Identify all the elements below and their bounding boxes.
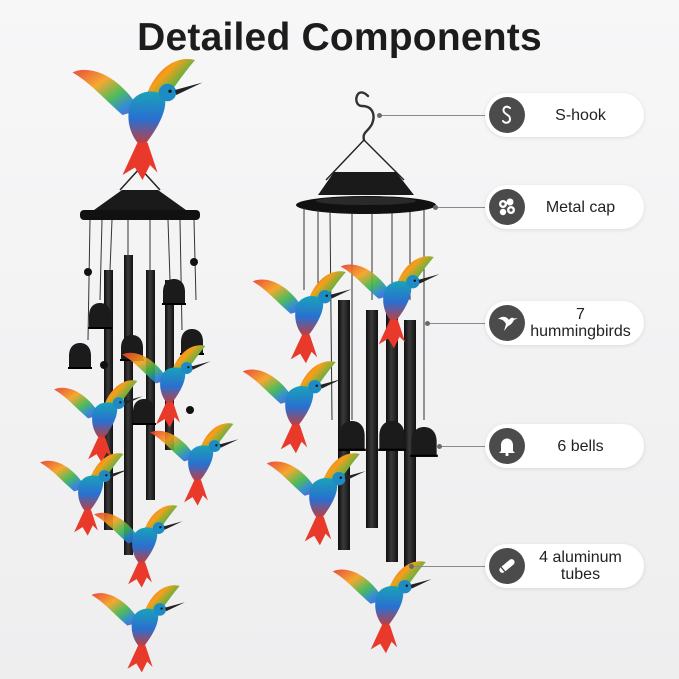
- callout-metal-cap: Metal cap: [485, 185, 644, 229]
- callout-label: S-hook: [555, 106, 606, 124]
- hummingbird-icon: [489, 305, 525, 341]
- metal-cap-icon: [489, 189, 525, 225]
- page-title: Detailed Components: [137, 16, 542, 59]
- callout-hummingbirds: 7 hummingbirds: [485, 301, 644, 345]
- tube-icon: [489, 548, 525, 584]
- leader-bells: [437, 444, 485, 449]
- leader-metal-cap: [433, 205, 485, 210]
- s-hook-icon: [489, 97, 525, 133]
- callout-label: 6 bells: [557, 437, 604, 455]
- callout-s-hook: S-hook: [485, 93, 644, 137]
- leader-hummingbirds: [425, 321, 485, 326]
- callout-bells: 6 bells: [485, 424, 644, 468]
- callout-label: Metal cap: [545, 198, 616, 216]
- leader-s-hook: [377, 113, 485, 118]
- bell-icon: [489, 428, 525, 464]
- callout-label: 4 aluminum tubes: [539, 549, 622, 583]
- callout-tubes: 4 aluminum tubes: [485, 544, 644, 588]
- callout-label: 7 hummingbirds: [530, 306, 631, 340]
- right-wind-chime: [242, 91, 440, 654]
- leader-tubes: [409, 564, 485, 569]
- left-wind-chime: [40, 58, 239, 673]
